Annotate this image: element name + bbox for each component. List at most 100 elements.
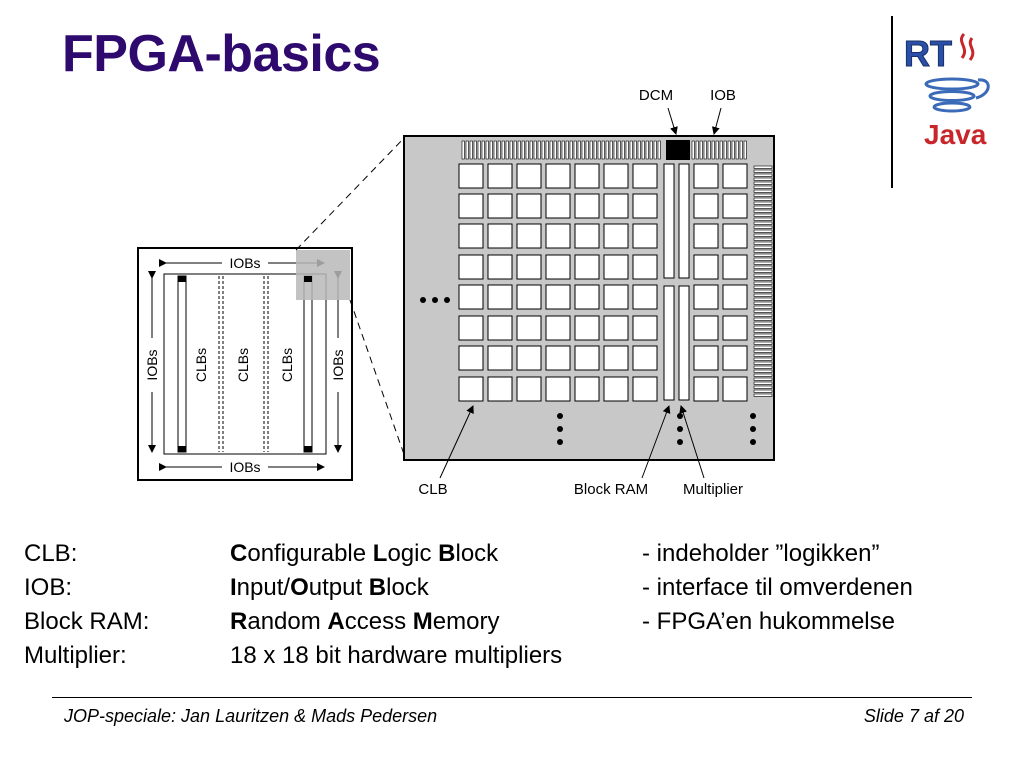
clb-cell xyxy=(574,315,600,341)
definition-note: - indeholder ”logikken” xyxy=(642,540,880,567)
dcm-arrow xyxy=(667,107,678,135)
iob-pad xyxy=(469,140,473,160)
iob-pad xyxy=(581,140,585,160)
clb-cell xyxy=(516,254,542,280)
clb-cell xyxy=(516,193,542,219)
clb-cell xyxy=(487,315,513,341)
logo-rt-text: RT xyxy=(904,33,952,74)
iob-pad xyxy=(753,305,773,309)
acronym-letter: B xyxy=(438,540,456,567)
iob-pad xyxy=(753,225,773,229)
continuation-dot xyxy=(677,439,683,445)
block-ram-column xyxy=(663,163,675,279)
clb-cell xyxy=(722,315,748,341)
clb-cell xyxy=(516,284,542,310)
iob-pad xyxy=(645,140,649,160)
iob-pad xyxy=(481,140,485,160)
footer-authors: JOP-speciale: Jan Lauritzen & Mads Peder… xyxy=(64,706,438,726)
clb-cell xyxy=(693,345,719,371)
iob-pad xyxy=(477,140,481,160)
clb-cell xyxy=(545,345,571,371)
iob-pad xyxy=(501,140,505,160)
zoom-line-top xyxy=(295,135,407,251)
iob-pad xyxy=(533,140,537,160)
zoomed-chip xyxy=(403,135,775,461)
iob-pad xyxy=(753,293,773,297)
footer-rule xyxy=(52,697,972,698)
expansion-text: andom xyxy=(247,608,328,635)
iob-pad xyxy=(753,169,773,173)
iob-pad xyxy=(753,329,773,333)
rt-java-logo: RT Java xyxy=(904,33,990,150)
iob-pad xyxy=(753,173,773,177)
clb-arrow xyxy=(439,405,474,479)
definition-term: Multiplier: xyxy=(24,642,127,669)
iob-pad xyxy=(565,140,569,160)
iob-pad xyxy=(753,221,773,225)
definition-term: IOB: xyxy=(24,574,73,601)
definition-expansion: Input/Output Block xyxy=(230,571,429,605)
iob-pad xyxy=(753,301,773,305)
clb-cell xyxy=(722,254,748,280)
iob-pad xyxy=(753,369,773,373)
definition-note: - interface til omverdenen xyxy=(642,574,913,601)
iob-pad xyxy=(641,140,645,160)
clb-cell xyxy=(632,315,658,341)
definition-term: CLB: xyxy=(24,540,78,567)
iob-pad xyxy=(613,140,617,160)
acronym-letter: B xyxy=(368,574,387,601)
clb-cell xyxy=(545,315,571,341)
clb-cell xyxy=(603,223,629,249)
clb-cell xyxy=(632,193,658,219)
iob-pad xyxy=(753,377,773,381)
multiplier-arrow xyxy=(679,405,705,479)
expansion-text: nput/ xyxy=(236,574,291,601)
iob-pad xyxy=(541,140,545,160)
iob-pad xyxy=(753,385,773,389)
iob-pad xyxy=(605,140,609,160)
overview-iobs-top-label: IOBs xyxy=(229,255,260,271)
iob-pad xyxy=(753,261,773,265)
block-ram-label: Block RAM xyxy=(574,481,648,498)
iob-pad xyxy=(753,209,773,213)
block-ram-arrow xyxy=(641,405,671,479)
iob-pad xyxy=(525,140,529,160)
iob-pad xyxy=(703,140,707,160)
continuation-dot xyxy=(677,426,683,432)
clb-cell xyxy=(603,284,629,310)
clb-cell xyxy=(458,163,484,189)
iob-pad xyxy=(485,140,489,160)
iob-pad xyxy=(633,140,637,160)
iob-pad xyxy=(753,381,773,385)
iob-pad xyxy=(753,317,773,321)
acronym-letter: M xyxy=(412,608,433,635)
iob-pad xyxy=(753,273,773,277)
iob-pad xyxy=(753,345,773,349)
clb-cell xyxy=(632,254,658,280)
clb-cell xyxy=(487,345,513,371)
overview-iobs-right-label: IOBs xyxy=(330,349,346,380)
iob-pad xyxy=(699,140,703,160)
overview-iobs-left-label: IOBs xyxy=(144,349,160,380)
iob-pad xyxy=(707,140,711,160)
iob-pad xyxy=(753,229,773,233)
iob-pad xyxy=(649,140,653,160)
clb-cell xyxy=(574,163,600,189)
expansion-text: ogic xyxy=(387,540,439,567)
clb-cell xyxy=(693,163,719,189)
expansion-text: 18 x 18 bit hardware multipliers xyxy=(230,642,563,669)
iob-pad xyxy=(465,140,469,160)
iob-pad xyxy=(753,325,773,329)
clb-cell xyxy=(545,163,571,189)
clb-cell xyxy=(574,254,600,280)
clb-cell xyxy=(545,376,571,402)
iob-pad xyxy=(569,140,573,160)
clb-cell xyxy=(632,223,658,249)
iob-pad xyxy=(753,165,773,169)
continuation-dot xyxy=(432,297,438,303)
iob-pad xyxy=(753,321,773,325)
iob-pad xyxy=(753,181,773,185)
iob-pad xyxy=(743,140,747,160)
definition-note: - FPGA’en hukommelse xyxy=(642,608,895,635)
clb-cell xyxy=(603,193,629,219)
